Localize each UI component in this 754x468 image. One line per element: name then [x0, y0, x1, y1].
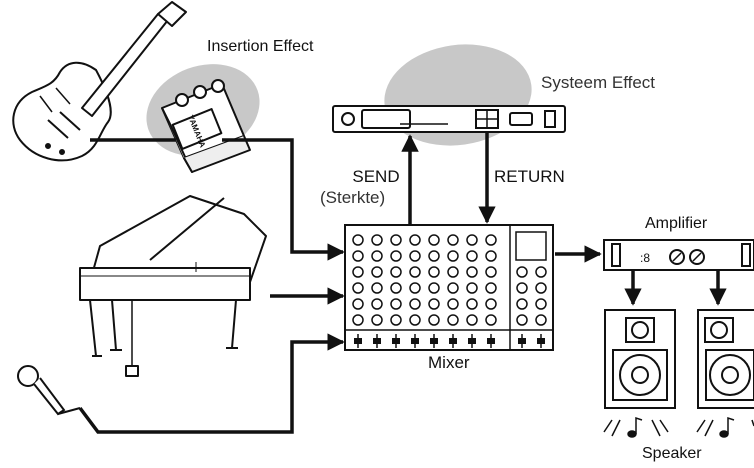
- mixer-knob: [466, 266, 478, 278]
- sound-emission-icon: [603, 416, 754, 438]
- mixer-knob: [535, 298, 547, 310]
- mixer-knob: [516, 282, 528, 294]
- mixer-knob: [428, 282, 440, 294]
- mixer-label: Mixer: [428, 353, 470, 372]
- mixer-knob: [447, 266, 459, 278]
- pedal-to-mixer-cable: [222, 138, 345, 261]
- mixer-knob: [390, 298, 402, 310]
- mixer-knob: [485, 298, 497, 310]
- mixer-knob: [516, 266, 528, 278]
- mixer-knob: [371, 282, 383, 294]
- mixer-knob: [535, 282, 547, 294]
- microphone-icon: [17, 365, 81, 416]
- mixer-knob: [371, 250, 383, 262]
- mixer-knob: [447, 234, 459, 246]
- mixer-knob: [535, 314, 547, 326]
- guitar-icon: [12, 1, 187, 162]
- mixer-knob: [466, 234, 478, 246]
- mixer-knob: [485, 314, 497, 326]
- mixer-knob: [447, 282, 459, 294]
- mixer-knob: [516, 298, 528, 310]
- loudspeaker-icon: [697, 309, 754, 409]
- power-amplifier-icon: :8: [603, 239, 754, 271]
- mixer-fader-handle: [373, 338, 381, 344]
- speaker-label: Speaker: [642, 445, 702, 462]
- mixer-knob: [409, 266, 421, 278]
- mixer-knob: [428, 234, 440, 246]
- mixer-fader-handle: [518, 338, 526, 344]
- mixer-knob: [466, 298, 478, 310]
- mixer-knob: [409, 282, 421, 294]
- mixer-knob: [466, 314, 478, 326]
- amplifier-label: Amplifier: [645, 215, 708, 232]
- mixer-knob: [409, 298, 421, 310]
- mixer-knob: [485, 250, 497, 262]
- mixer-fader-handle: [468, 338, 476, 344]
- system-effect-highlight: [384, 44, 532, 146]
- mixer-knob: [371, 314, 383, 326]
- mixer-fader-handle: [537, 338, 545, 344]
- mixer-knob: [428, 266, 440, 278]
- mixer-knob: [466, 250, 478, 262]
- mixer-knob: [447, 250, 459, 262]
- mixer-fader-handle: [392, 338, 400, 344]
- insertion-effect-label: Insertion Effect: [207, 38, 314, 55]
- mixer-knob: [352, 282, 364, 294]
- grand-piano-icon: [79, 195, 267, 377]
- signal-cables: [78, 132, 727, 434]
- mixer-knob: [485, 282, 497, 294]
- mixer-knob: [390, 250, 402, 262]
- mixer-fader-handle: [430, 338, 438, 344]
- mixer-knob: [390, 314, 402, 326]
- return-label: RETURN: [494, 167, 565, 186]
- mixer-knob: [390, 282, 402, 294]
- effect-pedal-icon: YAMAHA: [161, 79, 251, 173]
- rack-effect-unit-icon: [332, 105, 566, 133]
- mixer-fader-handle: [354, 338, 362, 344]
- mixer-knob: [371, 298, 383, 310]
- mixer-knobs: [352, 234, 547, 326]
- mixer-knob: [371, 266, 383, 278]
- mixer-fader-handle: [487, 338, 495, 344]
- mixer-knob: [409, 314, 421, 326]
- system-effect-label: Systeem Effect: [541, 73, 656, 92]
- svg-text::8: :8: [640, 251, 650, 265]
- mixer-fader-handle: [449, 338, 457, 344]
- mixer-knob: [447, 298, 459, 310]
- mixer-knob: [390, 266, 402, 278]
- mixer-knob: [409, 234, 421, 246]
- mixer-knob: [466, 282, 478, 294]
- send-label: SEND: [352, 167, 400, 186]
- mixer-knob: [428, 314, 440, 326]
- send-sub-label: (Sterkte): [320, 188, 386, 207]
- mixer-faders: [354, 334, 545, 348]
- mixer-knob: [352, 298, 364, 310]
- mixer-knob: [428, 298, 440, 310]
- mixer-knob: [485, 234, 497, 246]
- mic-to-mixer-cable: [78, 333, 345, 434]
- loudspeaker-icon: [604, 309, 676, 409]
- mixer-knob: [371, 234, 383, 246]
- mixer-knob: [428, 250, 440, 262]
- mixer-knob: [485, 266, 497, 278]
- mixer-fader-handle: [411, 338, 419, 344]
- mixer-knob: [352, 250, 364, 262]
- mixer-knob: [390, 234, 402, 246]
- mixer-knob: [447, 314, 459, 326]
- mixer-knob: [352, 234, 364, 246]
- mixer-knob: [409, 250, 421, 262]
- mixer-knob: [352, 314, 364, 326]
- mixer-knob: [352, 266, 364, 278]
- mixer-knob: [516, 314, 528, 326]
- mixer-knob: [535, 266, 547, 278]
